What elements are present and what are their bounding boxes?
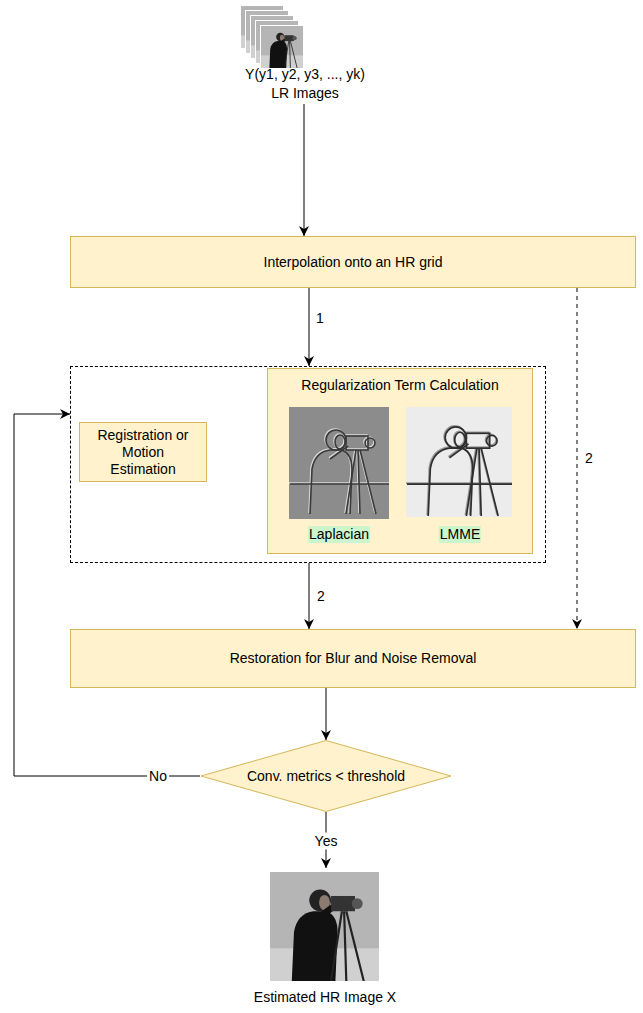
edge-label: 1 (316, 310, 324, 327)
image-caption: Laplacian (308, 526, 370, 543)
edge-label: 2 (317, 588, 325, 605)
node-label: Y(y1, y2, y3, ..., yk) (160, 66, 450, 83)
process-box: Interpolation onto an HR grid (70, 236, 636, 288)
node-label: Conv. metrics < threshold (247, 768, 405, 785)
connector-arrow (577, 288, 578, 629)
group-box: Registration or Motion Estimation Regula… (70, 366, 546, 563)
node-label: Registration or Motion Estimation (88, 427, 198, 478)
box-heading: Regularization Term Calculation (268, 377, 532, 394)
edge-label: 2 (585, 450, 593, 467)
hr-image (269, 872, 380, 981)
process-box: Restoration for Blur and Noise Removal (70, 629, 636, 688)
edge-label: Yes (313, 833, 340, 850)
node-label: Estimated HR Image X (220, 989, 430, 1006)
connector-arrow (309, 288, 310, 366)
image-caption: LMME (439, 526, 481, 543)
decision-diamond: Conv. metrics < threshold (200, 740, 452, 812)
laplacian-image (289, 407, 389, 519)
edge-label: No (147, 768, 169, 785)
node-label: Restoration for Blur and Noise Removal (230, 650, 477, 667)
node-label: LR Images (160, 85, 450, 102)
input-images: Y(y1, y2, y3, ..., yk) LR Images (160, 2, 450, 104)
process-box: Regularization Term CalculationLaplacian… (267, 368, 533, 554)
image-stack (240, 5, 306, 71)
connector-arrow (326, 688, 327, 740)
lmme-image (406, 407, 512, 517)
output-image: Estimated HR Image X (220, 868, 430, 1010)
connector-arrow (304, 104, 305, 236)
connector-arrow (309, 563, 310, 629)
process-box: Registration or Motion Estimation (79, 422, 207, 482)
node-label: Interpolation onto an HR grid (264, 254, 443, 271)
diamond-shape (201, 741, 451, 812)
